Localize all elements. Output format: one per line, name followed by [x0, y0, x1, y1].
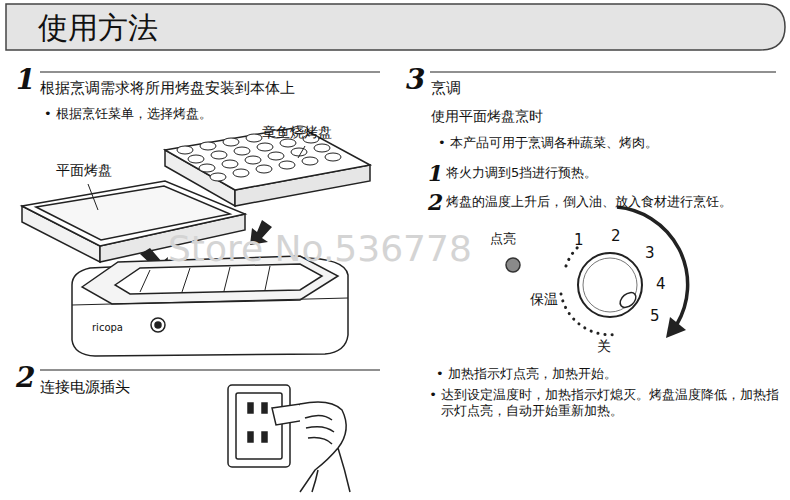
pan-hole	[200, 142, 216, 150]
pan-hole	[314, 144, 330, 152]
pan-hole	[256, 165, 272, 173]
step-text: 根据烹调需求将所用烤盘安装到本体上	[40, 79, 295, 98]
indicator-lamp	[506, 258, 520, 272]
grill-body	[72, 256, 348, 356]
dial-number: 3	[645, 244, 655, 263]
title-band	[6, 4, 785, 50]
pan-hole	[210, 173, 226, 181]
watermark: Store No.536778	[168, 226, 472, 271]
step-text: 连接电源插头	[40, 378, 130, 397]
brand-name: ricopa	[92, 322, 123, 335]
step-text: 烹调	[431, 79, 461, 98]
pan-hole	[246, 134, 262, 142]
leader-line	[298, 146, 305, 158]
pan-hole	[268, 152, 284, 160]
power-outlet	[228, 385, 290, 467]
pan-hole	[222, 160, 238, 168]
lamp-label: 点亮	[490, 231, 516, 247]
pan-hole	[325, 153, 341, 161]
dial-number: 4	[656, 275, 666, 294]
note-text: • 本产品可用于烹调各种蔬菜、烤肉。	[438, 135, 658, 151]
page-title: 使用方法	[38, 8, 158, 49]
dial-label: 保温	[530, 291, 558, 309]
pan-hole	[234, 147, 250, 155]
pan-hole	[245, 156, 261, 164]
pan-hole	[188, 155, 204, 163]
pan-hole	[223, 138, 239, 146]
pan-hole	[291, 148, 307, 156]
pan-hole	[257, 143, 273, 151]
plug-hand	[272, 402, 350, 492]
pan-hole	[233, 169, 249, 177]
dial-number: 2	[611, 227, 621, 246]
step-number: 1	[428, 160, 443, 188]
sub-heading: 使用平面烤盘烹时	[431, 108, 543, 126]
step-number: 1	[16, 62, 35, 97]
note-text: • 加热指示灯点亮，加热开始。	[436, 366, 617, 382]
part-name: 平面烤盘	[56, 162, 112, 180]
part-name: 章鱼烧烤盘	[262, 124, 332, 142]
heat-dial	[561, 207, 688, 338]
step-number: 2	[428, 189, 443, 217]
pan-hole	[279, 161, 295, 169]
pan-hole	[211, 151, 227, 159]
dial-number: 5	[650, 307, 660, 326]
note-text: • 达到设定温度时，加热指示灯熄灭。烤盘温度降低，加热指示灯点亮，自动开始重新加…	[429, 387, 786, 420]
dial-number: 1	[574, 231, 584, 250]
step-number: 3	[406, 62, 425, 97]
step-text: 烤盘的温度上升后，倒入油、放入食材进行烹饪。	[446, 194, 732, 210]
pan-hole	[199, 164, 215, 172]
leader-line	[88, 184, 98, 210]
step-number: 2	[16, 360, 35, 395]
step-text: 将火力调到5挡进行预热。	[446, 165, 597, 181]
pan-hole	[177, 146, 193, 154]
pan-hole	[280, 139, 296, 147]
pan-hole	[302, 157, 318, 165]
note-text: • 根据烹饪菜单，选择烤盘。	[44, 106, 212, 122]
dial-label: 关	[597, 338, 611, 356]
